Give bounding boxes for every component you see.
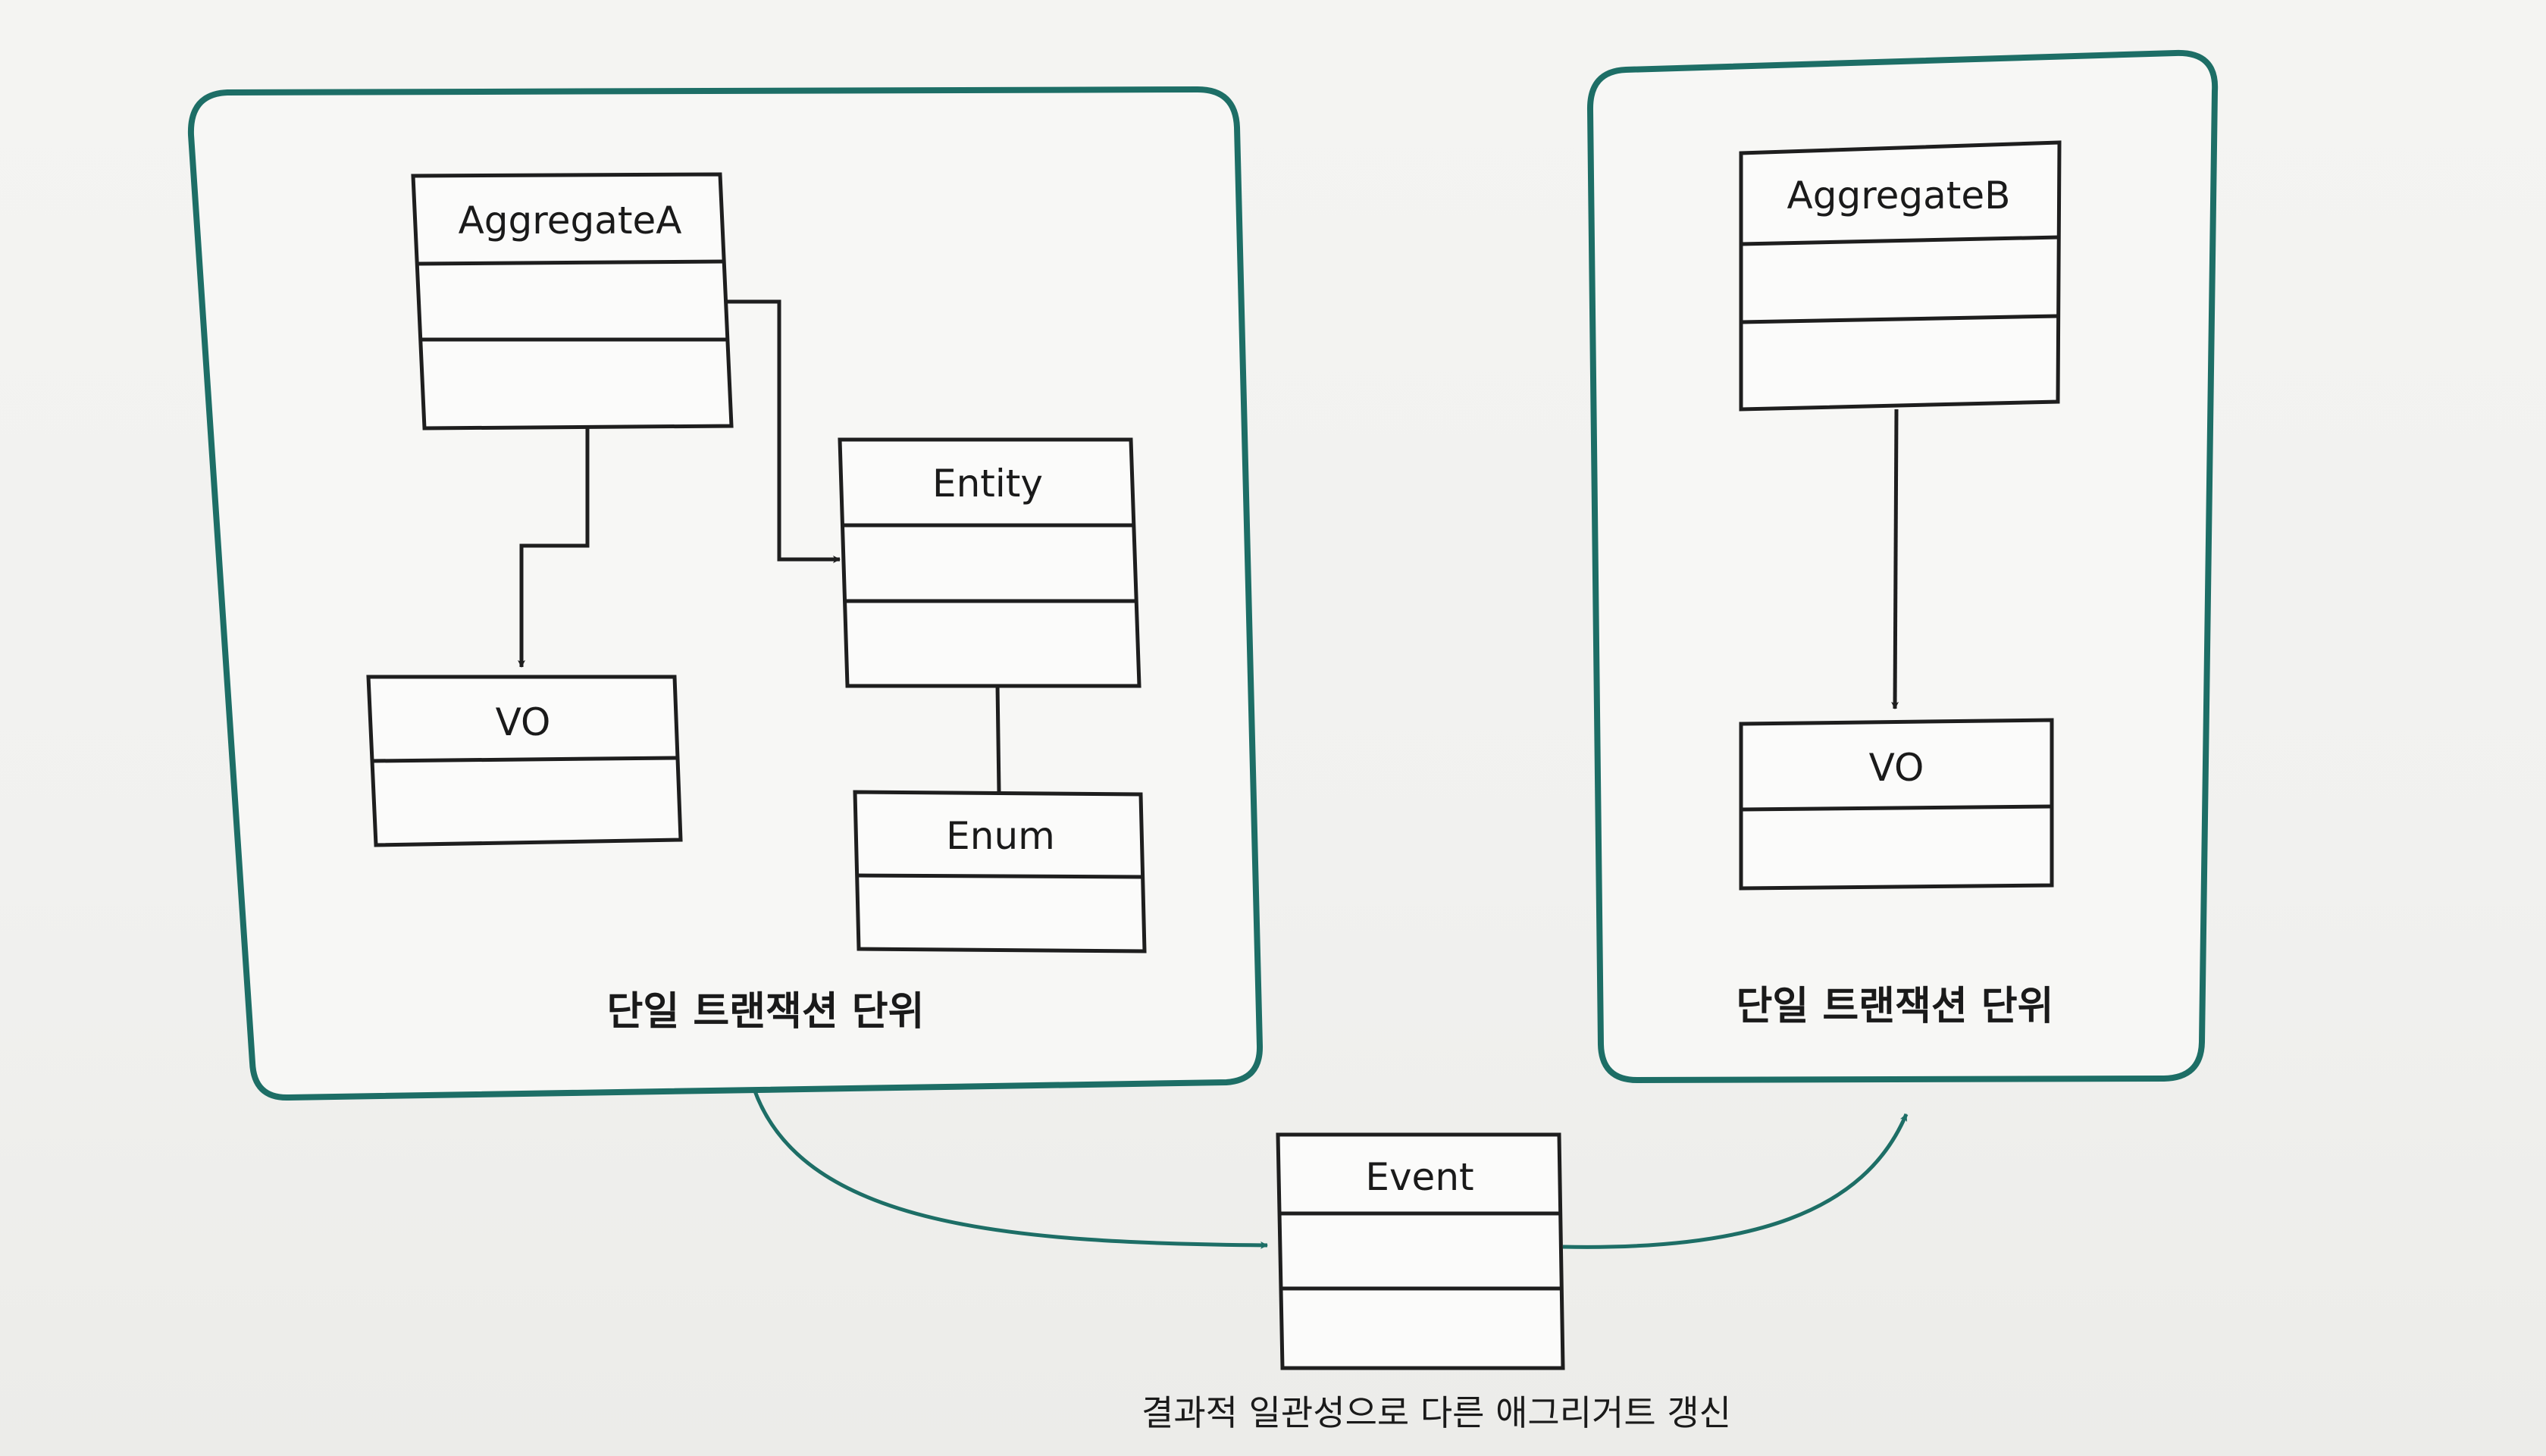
event-flow (752, 1088, 1909, 1249)
event-class-box: Event (1276, 1132, 1565, 1370)
enum-class-box: Enum (853, 790, 1147, 953)
right-vo-class-box: VO (1739, 718, 2054, 891)
entity-to-enum-link (995, 684, 1001, 793)
event-to-aggregateb-arrow (1562, 1113, 1909, 1249)
enum-title: Enum (946, 814, 1055, 858)
right-vo-title: VO (1869, 746, 1924, 790)
left-relations (518, 299, 1001, 793)
event-title: Event (1365, 1155, 1473, 1199)
diagram-caption: 결과적 일관성으로 다른 애그리거트 갱신 (1141, 1392, 1731, 1433)
entity-title: Entity (932, 462, 1043, 506)
right-transaction-label: 단일 트랜잭션 단위 (1736, 984, 2054, 1029)
left-transaction-label: 단일 트랜잭션 단위 (607, 989, 925, 1035)
aggregatea-to-entity-arrow (726, 299, 841, 563)
aggregateb-class-box: AggregateB (1739, 140, 2062, 709)
entity-class-box: Entity (838, 437, 1141, 688)
left-vo-title: VO (496, 700, 551, 744)
aggregatea-title: AggregateA (459, 199, 682, 243)
left-vo-class-box: VO (366, 675, 683, 847)
aggregatea-class-box: AggregateA (411, 172, 734, 431)
aggregateb-title: AggregateB (1787, 174, 2011, 218)
aggregateb-to-vo-arrow (1891, 409, 1899, 709)
aggregatea-to-vo-arrow (518, 428, 590, 668)
aggregatea-to-event-arrow (752, 1088, 1268, 1249)
